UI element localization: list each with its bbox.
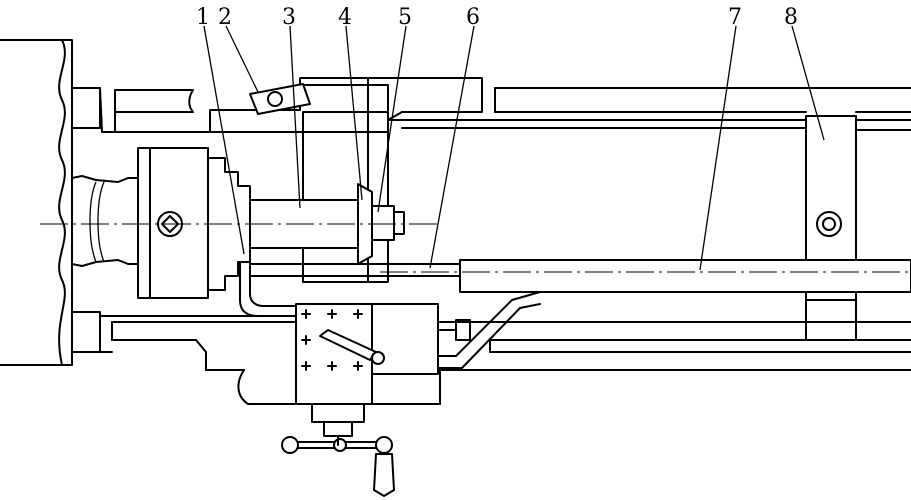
- label-6: 6: [466, 5, 480, 30]
- clamp-bolt: [439, 319, 471, 341]
- lower-carriage: [99, 315, 911, 405]
- apron-lever[interactable]: [319, 329, 385, 365]
- apron-box: [295, 303, 439, 437]
- part-labels: 1 2 3 4 5 6 7 8: [196, 5, 798, 30]
- leader-lines: [203, 25, 825, 271]
- part-4-flange: [357, 183, 373, 265]
- label-5: 5: [398, 5, 412, 30]
- part-1-tool: [239, 261, 297, 317]
- part-7-tube: [380, 259, 911, 293]
- bent-rod: [429, 291, 541, 369]
- part-8-bracket: [805, 115, 857, 341]
- spindle-chuck: [71, 147, 251, 299]
- label-3: 3: [282, 5, 296, 30]
- handwheel-crank[interactable]: [281, 435, 395, 497]
- tool-post-column: [302, 111, 389, 283]
- cross-marks: [301, 309, 363, 371]
- part-5-nut: [371, 205, 405, 241]
- label-8: 8: [784, 5, 798, 30]
- label-4: 4: [338, 5, 352, 30]
- bed-rails: [387, 87, 911, 131]
- label-2: 2: [218, 5, 232, 30]
- label-1: 1: [196, 5, 210, 30]
- part-6-bar: [249, 263, 461, 277]
- label-7: 7: [728, 5, 742, 30]
